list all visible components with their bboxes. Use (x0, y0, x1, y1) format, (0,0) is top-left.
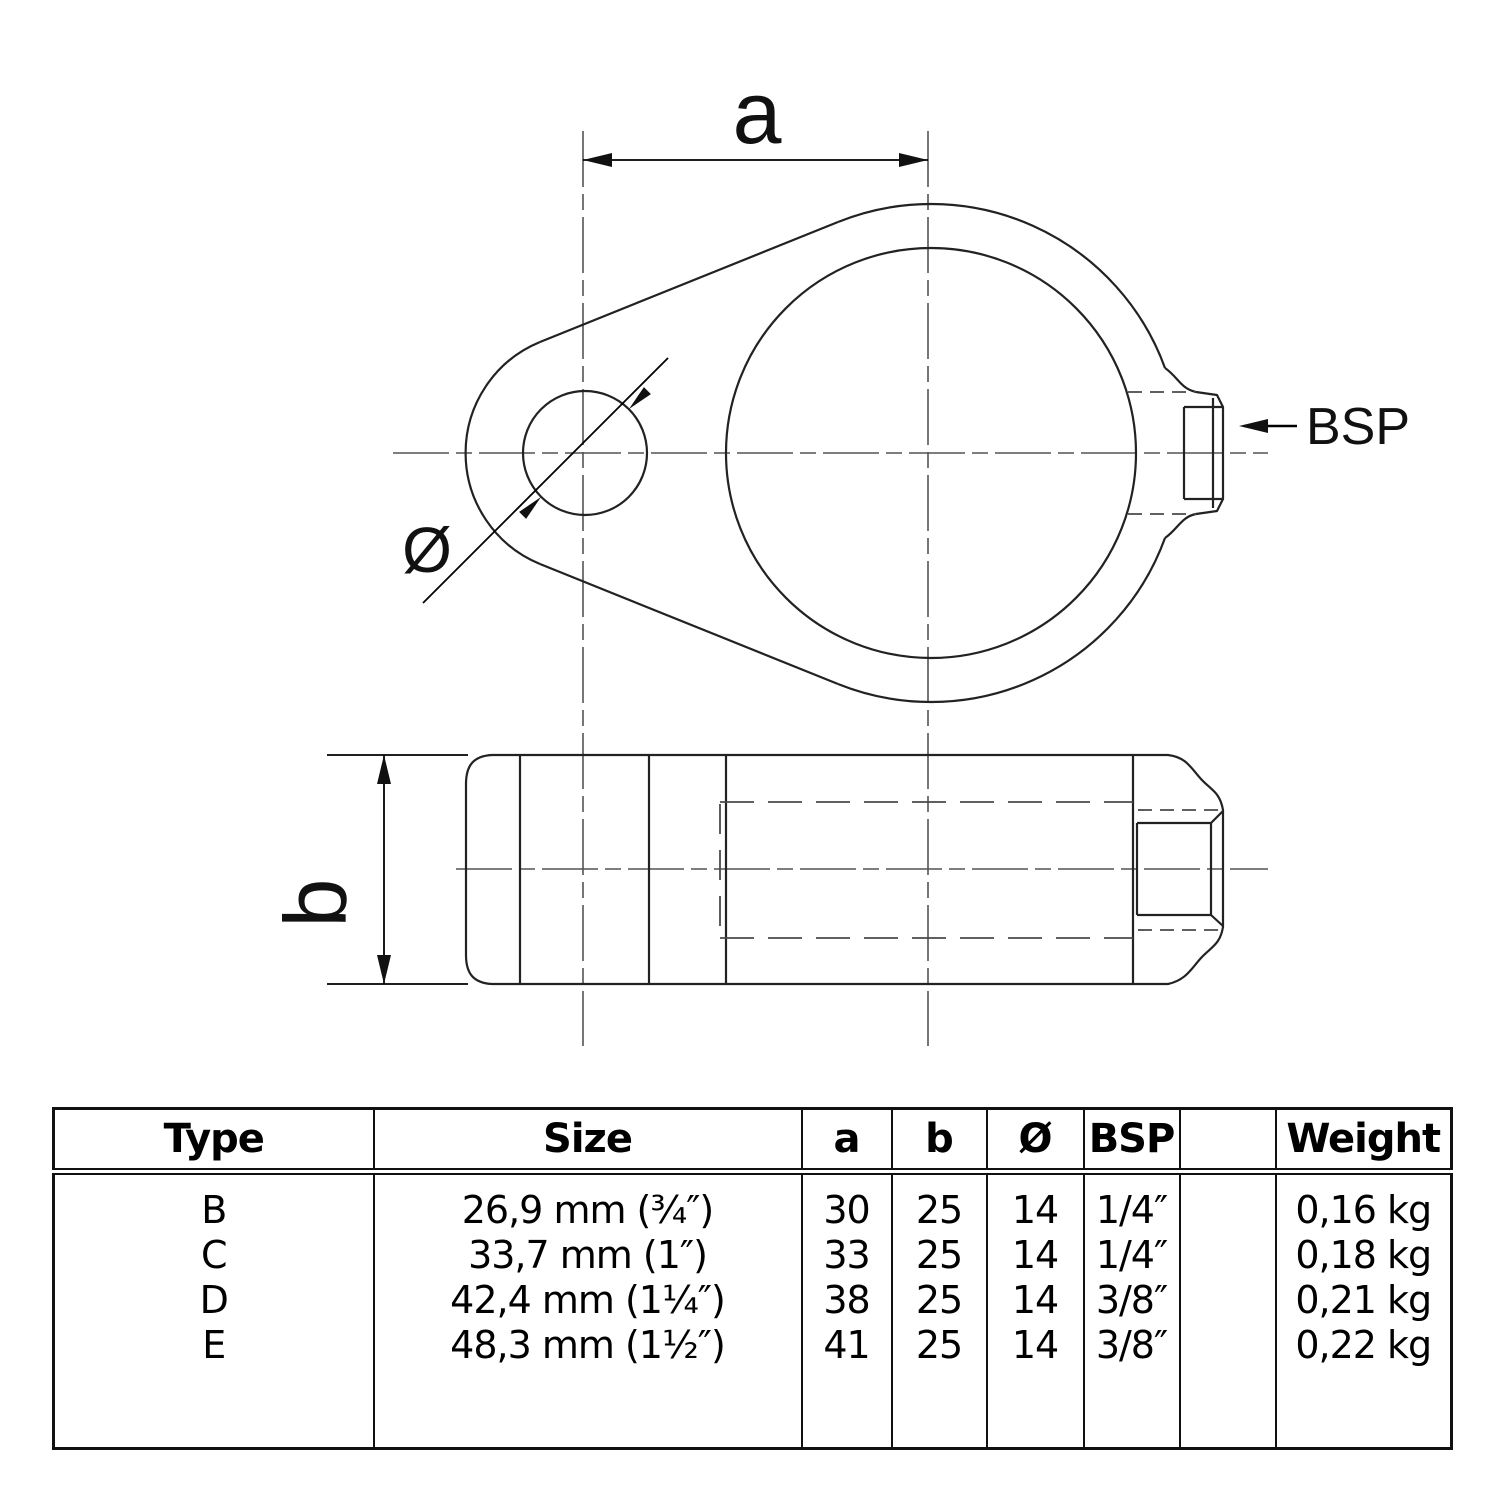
cell-bsp: 3/8″ (1082, 1322, 1180, 1367)
cell-size: 48,3 mm (1½″) (372, 1322, 802, 1367)
ring-outer-arc-top (837, 202, 1167, 369)
table-row-type-c: C 33,7 mm (1″) 33 25 14 1/4″ 0,18 kg (54, 1232, 1452, 1277)
dimension-b-arrow-top (377, 755, 391, 784)
diameter-arrow-lower (519, 497, 541, 519)
table-header-a: a (800, 1108, 892, 1175)
table-filler-row (54, 1367, 1452, 1449)
cell-type: C (200, 1232, 228, 1277)
cell-weight: 0,21 kg (1274, 1277, 1452, 1322)
bsp-callout: BSP (1239, 398, 1410, 456)
lug-hole-circle (521, 389, 649, 517)
diameter-symbol-label: Ø (402, 514, 452, 586)
table-header-diameter: Ø (985, 1108, 1084, 1175)
table-header-type: Type (53, 1108, 374, 1175)
cell-b: 25 (890, 1232, 987, 1277)
cell-type: D (199, 1277, 229, 1322)
table-header-size: Size (372, 1108, 802, 1175)
cell-diameter: 14 (985, 1187, 1084, 1232)
cell-type: E (202, 1322, 226, 1367)
cell-diameter: 14 (985, 1232, 1084, 1277)
cell-a: 30 (800, 1187, 892, 1232)
dimension-a-label: a (733, 63, 782, 162)
dimension-b-label: b (266, 879, 365, 928)
cell-a: 41 (800, 1322, 892, 1367)
cell-size: 26,9 mm (¾″) (372, 1187, 802, 1232)
lug-tangent-bottom (539, 562, 839, 686)
cell-spacer (1178, 1187, 1276, 1232)
table-header-spacer (1178, 1108, 1276, 1175)
cell-bsp: 1/4″ (1082, 1232, 1180, 1277)
cell-bsp: 1/4″ (1082, 1187, 1180, 1232)
cell-a: 33 (800, 1232, 892, 1277)
cell-size: 33,7 mm (1″) (372, 1232, 802, 1277)
table-header-b: b (890, 1108, 987, 1175)
cell-weight: 0,18 kg (1274, 1232, 1452, 1277)
dimension-b-arrow-bottom (377, 955, 391, 984)
side-outline (464, 753, 1225, 986)
cell-bsp: 3/8″ (1082, 1277, 1180, 1322)
table-header-row: Type Size a b Ø BSP Weight (53, 1108, 1452, 1175)
cell-spacer (1178, 1232, 1276, 1277)
side-socket-chamfer-bottom (1210, 914, 1224, 927)
cell-diameter: 14 (985, 1322, 1084, 1367)
dimension-a-arrow-right (899, 153, 928, 167)
cell-b: 25 (890, 1322, 987, 1367)
cell-b: 25 (890, 1187, 987, 1232)
ring-inner-circle (724, 246, 1138, 660)
cell-a: 38 (800, 1277, 892, 1322)
diameter-leader-line (422, 357, 669, 604)
ring-outer-arc-bottom (837, 537, 1167, 704)
table-row-type-b: B 26,9 mm (¾″) 30 25 14 1/4″ 0,16 kg (54, 1187, 1452, 1232)
cell-size: 42,4 mm (1¼″) (372, 1277, 802, 1322)
dimension-a: a (583, 63, 928, 167)
cell-b: 25 (890, 1277, 987, 1322)
side-socket-chamfer-top (1210, 810, 1224, 824)
dimension-b: b (266, 754, 468, 985)
table-spacer-row (54, 1171, 1452, 1187)
dimension-a-arrow-left (583, 153, 612, 167)
cell-spacer (1178, 1277, 1276, 1322)
cell-diameter: 14 (985, 1277, 1084, 1322)
bsp-label: BSP (1306, 398, 1410, 456)
side-view (464, 753, 1225, 986)
cell-weight: 0,16 kg (1274, 1187, 1452, 1232)
table-row-type-e: E 48,3 mm (1½″) 41 25 14 3/8″ 0,22 kg (54, 1322, 1452, 1367)
cell-type: B (201, 1187, 227, 1232)
spec-table-wrap: Type Size a b Ø BSP Weight (52, 1107, 1453, 1450)
side-view-hidden-lines (719, 801, 1222, 939)
fitting-drawing: a b Ø BSP (266, 63, 1410, 1046)
lug-outer-arc (464, 340, 541, 566)
cell-spacer (1178, 1322, 1276, 1367)
bsp-boss-outline (1164, 367, 1225, 539)
table-header-weight: Weight (1274, 1108, 1452, 1175)
table-row-type-d: D 42,4 mm (1¼″) 38 25 14 3/8″ 0,21 kg (54, 1277, 1452, 1322)
bsp-arrow-head (1239, 419, 1268, 433)
lug-tangent-top (539, 220, 839, 344)
table-header-bsp: BSP (1082, 1108, 1180, 1175)
cell-weight: 0,22 kg (1274, 1322, 1452, 1367)
spec-table: Type Size a b Ø BSP Weight (52, 1107, 1453, 1450)
diameter-callout: Ø (402, 357, 669, 604)
top-view-hidden-lines (1128, 391, 1196, 515)
diameter-arrow-upper (629, 387, 651, 409)
top-view (464, 202, 1225, 704)
